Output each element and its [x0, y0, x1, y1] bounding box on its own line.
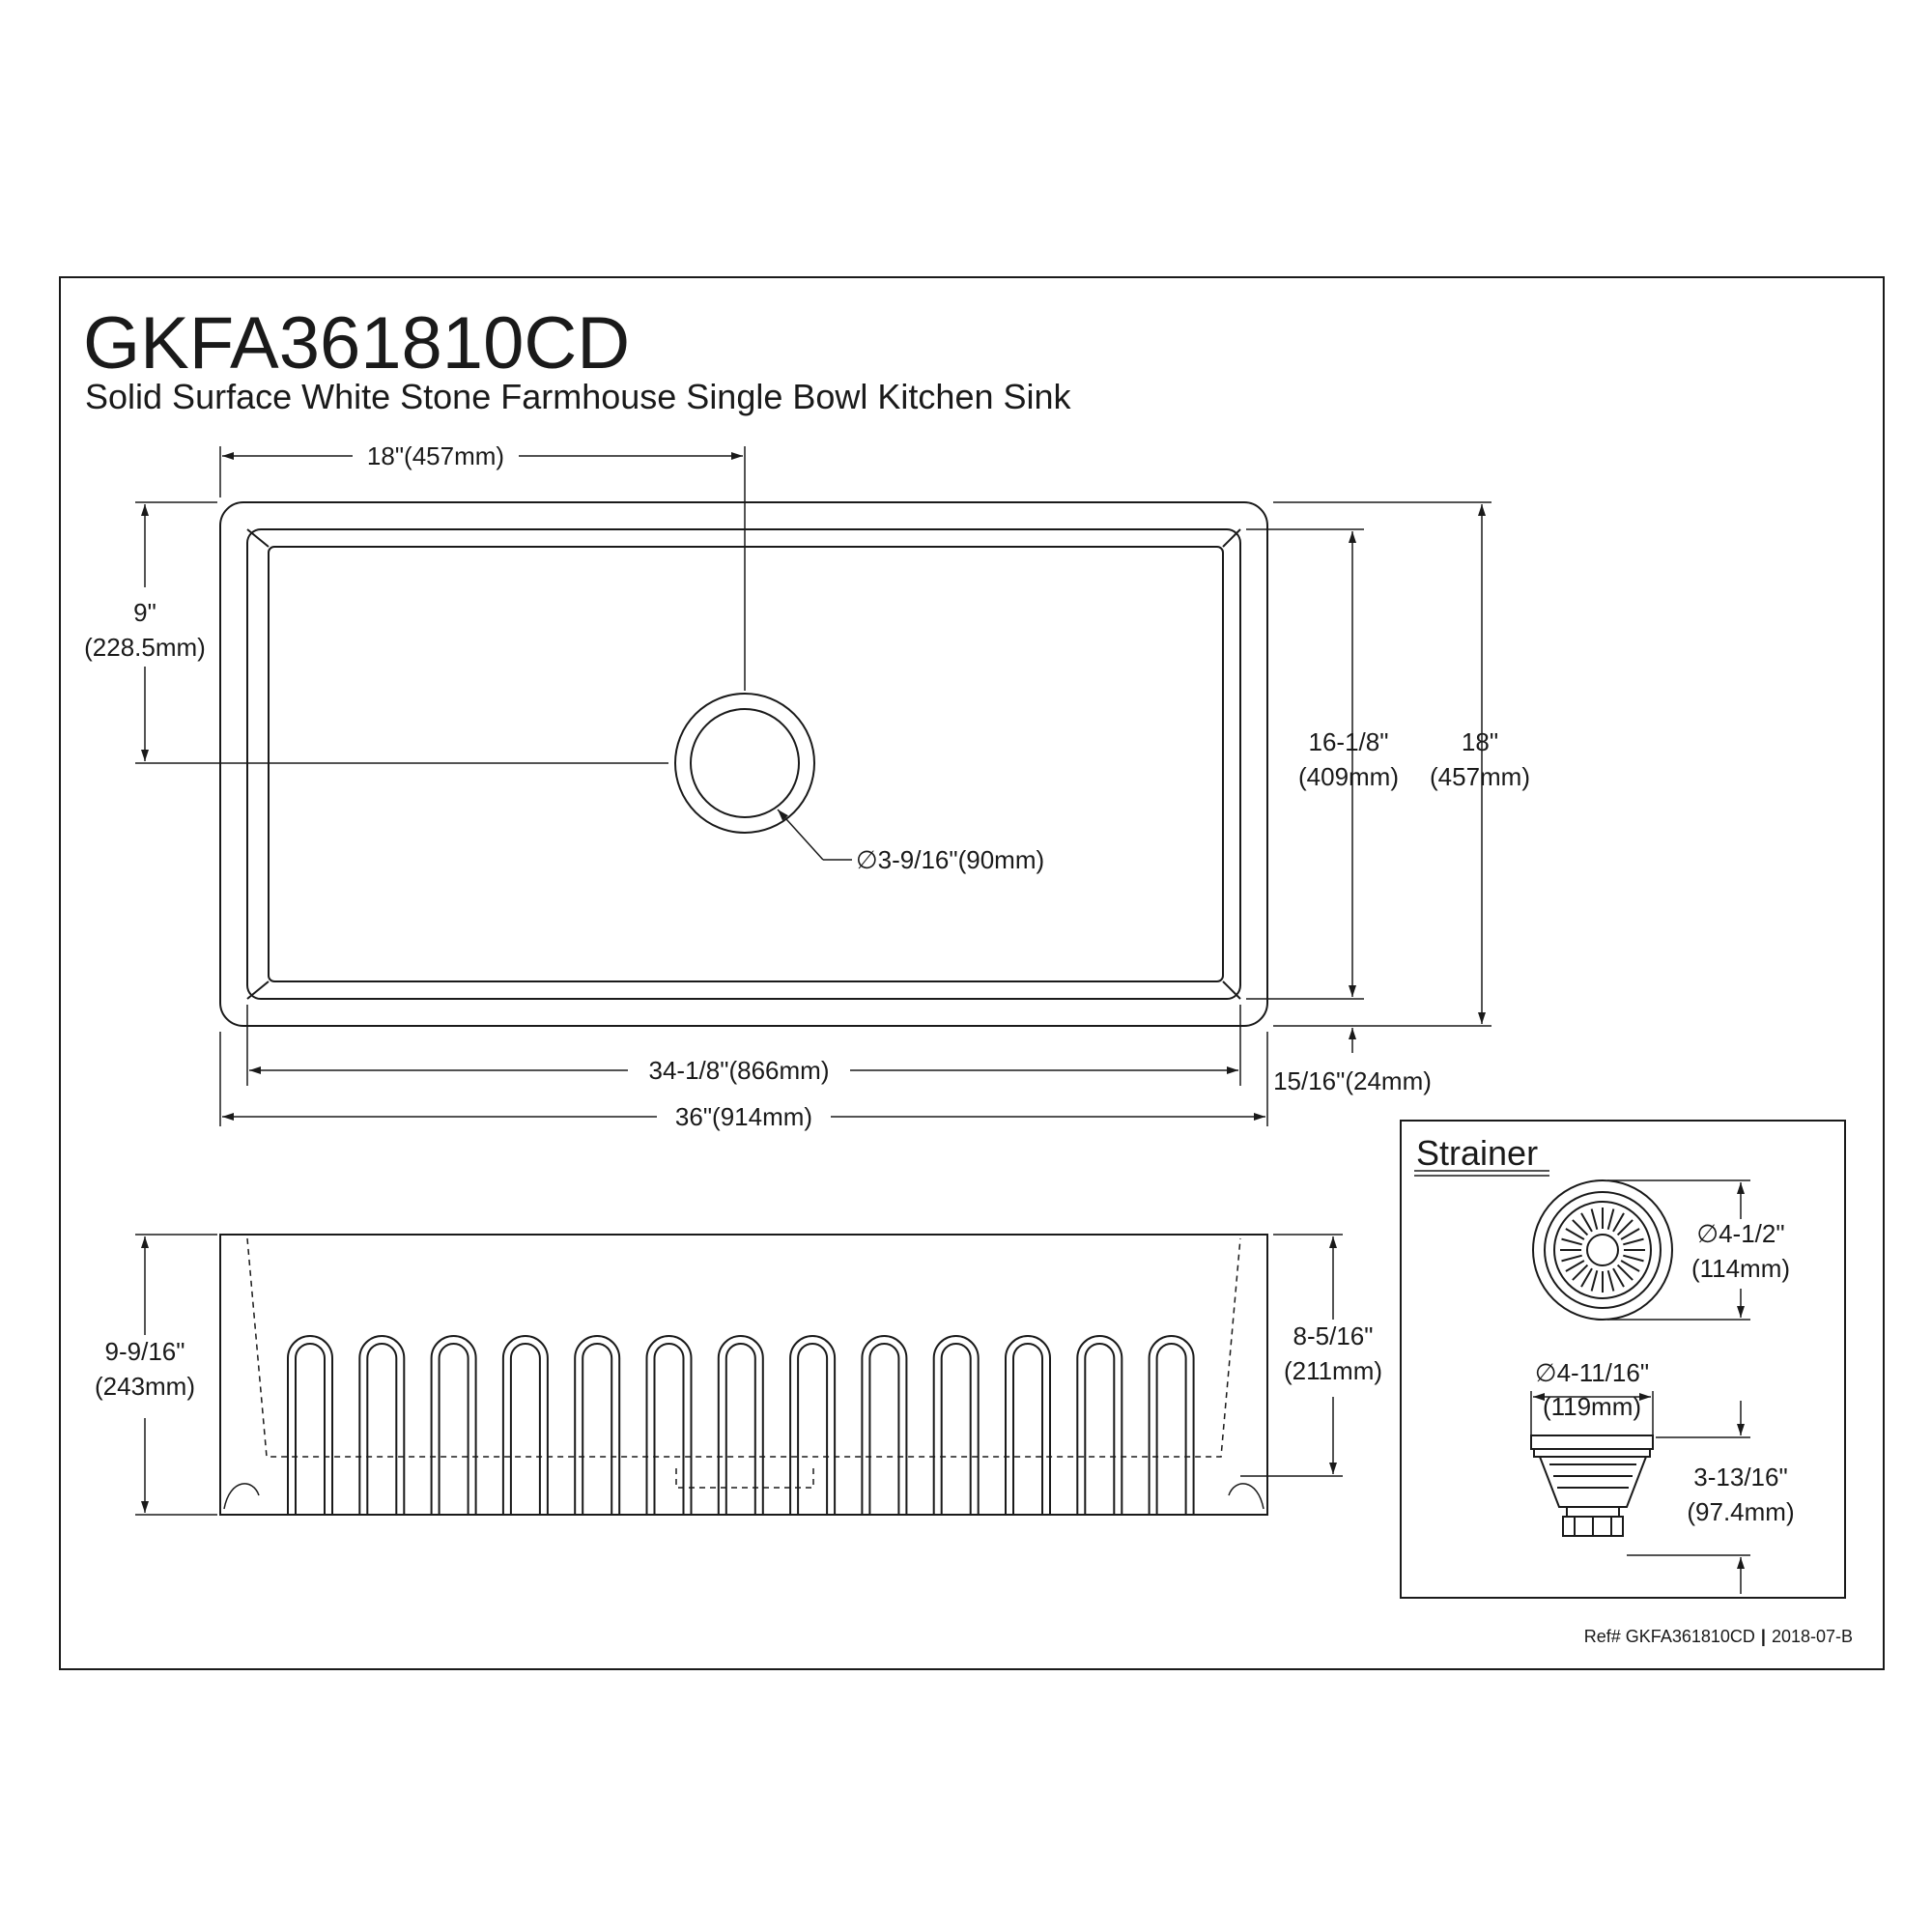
rim-thickness-label: 15/16"(24mm) — [1273, 1066, 1432, 1095]
flute-outer — [1076, 1335, 1123, 1515]
revision-code: 2018-07-B — [1771, 1627, 1853, 1646]
strainer-slot — [1580, 1212, 1593, 1233]
inner-depth-label-in: 16-1/8" — [1309, 727, 1389, 756]
flute-outer — [1148, 1335, 1195, 1515]
drain-hole-inner — [690, 708, 800, 818]
bowl-height-label-mm: (211mm) — [1284, 1356, 1382, 1385]
flute-outer — [717, 1335, 764, 1515]
flute-inner — [1155, 1343, 1187, 1515]
top-view-dimensions — [135, 446, 1492, 1126]
flute-outer — [1005, 1335, 1051, 1515]
strainer-slot — [1590, 1208, 1599, 1230]
strainer-slot — [1572, 1219, 1589, 1236]
strainer-slot — [1606, 1208, 1615, 1230]
drain-offset-y-label-in: 9" — [133, 598, 156, 627]
flute-outer — [789, 1335, 837, 1515]
strainer-slot — [1612, 1267, 1625, 1288]
strainer-title: Strainer — [1416, 1133, 1538, 1173]
drain-diameter-label: ∅3-9/16"(90mm) — [856, 845, 1044, 874]
reference-footer: Ref# GKFA361810CD | 2018-07-B — [1584, 1628, 1853, 1645]
total-height-label-mm: (243mm) — [95, 1372, 195, 1401]
flute-inner — [940, 1343, 972, 1515]
flute-inner — [295, 1343, 326, 1515]
flute-outer — [430, 1335, 477, 1515]
bowl-rim-outline — [246, 528, 1241, 1000]
strainer-top-diameter-in: ∅4-1/2" — [1696, 1219, 1784, 1248]
outer-depth-label-mm: (457mm) — [1430, 762, 1530, 791]
drawing-frame — [59, 276, 1885, 1670]
flute-inner — [724, 1343, 756, 1515]
strainer-flange-diameter-in: ∅4-11/16" — [1535, 1358, 1649, 1387]
drain-hole-outer — [674, 693, 815, 834]
flute-inner — [438, 1343, 469, 1515]
strainer-slot — [1620, 1260, 1640, 1272]
strainer-top-diameter-mm: (114mm) — [1691, 1254, 1790, 1283]
strainer-height-mm: (97.4mm) — [1687, 1497, 1794, 1526]
bowl-height-label-in: 8-5/16" — [1293, 1321, 1374, 1350]
drain-offset-y-label-mm: (228.5mm) — [84, 633, 206, 662]
strainer-slot — [1616, 1219, 1634, 1236]
strainer-slot — [1612, 1212, 1625, 1233]
flute-outer — [574, 1335, 621, 1515]
strainer-slot — [1623, 1254, 1644, 1263]
strainer-panel — [1400, 1120, 1846, 1599]
drain-offset-x-label: 18"(457mm) — [367, 441, 504, 470]
flute-inner — [868, 1343, 900, 1515]
flute-inner — [1084, 1343, 1116, 1515]
strainer-slot — [1616, 1264, 1634, 1281]
strainer-side-view — [1530, 1435, 1654, 1537]
strainer-top-view — [1532, 1179, 1673, 1321]
apron-outline — [219, 1234, 1268, 1516]
apron-flutes — [287, 1335, 1195, 1515]
reference-separator: | — [1760, 1627, 1766, 1646]
strainer-height-in: 3-13/16" — [1693, 1463, 1787, 1492]
product-description: Solid Surface White Stone Farmhouse Sing… — [85, 377, 1071, 416]
strainer-slot — [1580, 1267, 1593, 1288]
inner-width-label: 34-1/8"(866mm) — [649, 1056, 830, 1085]
outer-width-label: 36"(914mm) — [675, 1102, 812, 1131]
strainer-box — [1400, 1120, 1846, 1599]
strainer-slot — [1620, 1228, 1640, 1240]
flute-outer — [861, 1335, 908, 1515]
bowl-inner-outline — [268, 546, 1224, 982]
strainer-slot — [1590, 1270, 1599, 1292]
flute-inner — [582, 1343, 613, 1515]
front-view-dimensions — [135, 1234, 1343, 1516]
strainer-slot — [1623, 1237, 1644, 1246]
flute-outer — [645, 1335, 693, 1515]
model-number: GKFA361810CD — [83, 302, 631, 384]
top-view — [219, 501, 1268, 1027]
flute-outer — [501, 1335, 549, 1515]
strainer-slot — [1561, 1237, 1582, 1246]
flute-outer — [287, 1335, 333, 1515]
strainer-slot — [1565, 1260, 1585, 1272]
inner-depth-label-mm: (409mm) — [1298, 762, 1399, 791]
strainer-slot — [1561, 1254, 1582, 1263]
outer-depth-label-in: 18" — [1462, 727, 1498, 756]
strainer-dimensions — [1530, 1179, 1750, 1594]
flute-inner — [797, 1343, 829, 1515]
flute-outer — [932, 1335, 980, 1515]
strainer-slot — [1565, 1228, 1585, 1240]
strainer-flange-diameter-mm: (119mm) — [1543, 1392, 1641, 1421]
flute-inner — [366, 1343, 398, 1515]
strainer-slot — [1572, 1264, 1589, 1281]
strainer-slot — [1606, 1270, 1615, 1292]
flute-inner — [1012, 1343, 1043, 1515]
total-height-label-in: 9-9/16" — [105, 1337, 185, 1366]
flute-outer — [358, 1335, 406, 1515]
flute-inner — [653, 1343, 685, 1515]
flute-inner — [509, 1343, 541, 1515]
reference-number: Ref# GKFA361810CD — [1583, 1627, 1755, 1646]
sink-outer-outline — [219, 501, 1268, 1027]
front-view — [219, 1234, 1268, 1516]
